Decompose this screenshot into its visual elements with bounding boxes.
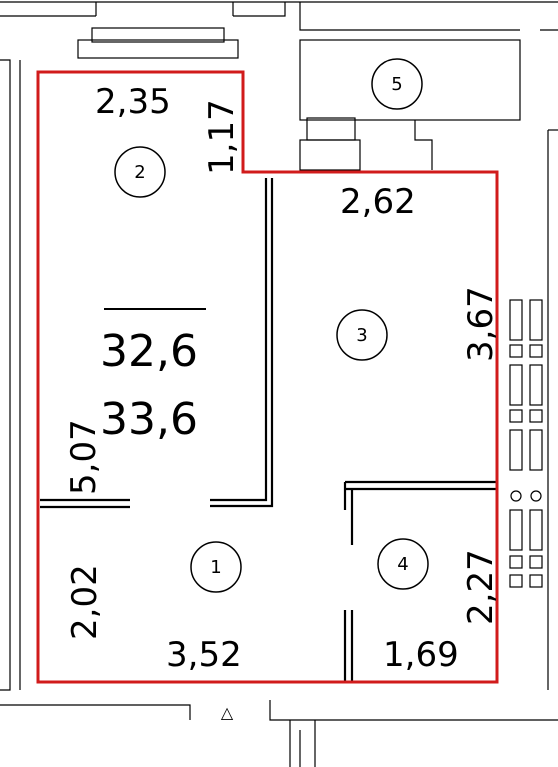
room-number: 4 — [397, 554, 408, 575]
window-top-left — [77, 39, 239, 59]
dim-2-35: 2,35 — [95, 82, 171, 122]
dim-1-17: 1,17 — [202, 99, 242, 175]
dim-2-27: 2,27 — [461, 549, 501, 625]
room-marker-2: 2 — [114, 146, 166, 198]
apartment-boundary — [36, 70, 499, 684]
room-marker-3: 3 — [336, 309, 388, 361]
room-marker-4: 4 — [377, 538, 429, 590]
room-number: 2 — [134, 162, 145, 183]
dim-2-02: 2,02 — [65, 564, 105, 640]
room-number: 3 — [356, 325, 367, 346]
dim-3-52: 3,52 — [166, 635, 242, 675]
dim-5-07: 5,07 — [64, 419, 104, 495]
room-marker-1: 1 — [190, 541, 242, 593]
dim-3-67: 3,67 — [461, 286, 501, 362]
entrance-marker: △ — [221, 703, 234, 722]
interior-walls — [40, 178, 498, 682]
shaft-blocks — [509, 299, 543, 588]
living-area: 33,6 — [100, 394, 198, 445]
room-marker-5: 5 — [371, 58, 423, 110]
total-area: 32,6 — [100, 326, 198, 377]
balcony-outline — [299, 39, 521, 121]
room-number: 5 — [391, 74, 402, 95]
dim-1-69: 1,69 — [383, 635, 459, 675]
room-number: 1 — [210, 557, 221, 578]
dim-2-62: 2,62 — [340, 182, 416, 222]
